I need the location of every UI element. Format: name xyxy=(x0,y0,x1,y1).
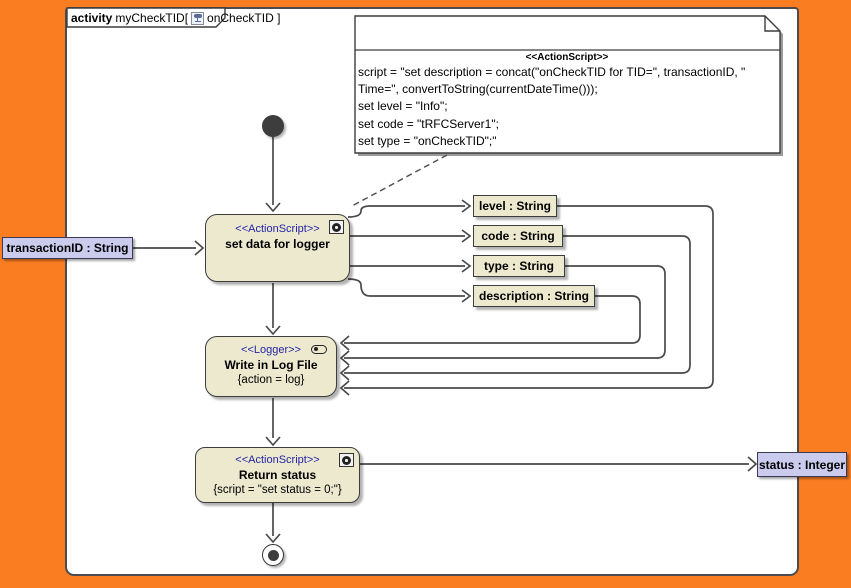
parameter-label: transactionID : String xyxy=(6,241,129,255)
frame-keyword: activity xyxy=(71,11,113,25)
edge-return-to-status[interactable] xyxy=(360,456,758,472)
pin-label: level : String xyxy=(478,199,552,213)
edge-initial-to-setdata[interactable] xyxy=(265,137,281,213)
edge-type-to-logger[interactable] xyxy=(339,265,666,366)
actionscript-gear-icon xyxy=(339,453,354,467)
action-name: Write in Log File xyxy=(224,358,318,372)
note-comment[interactable]: <<ActionScript>> script = "set descripti… xyxy=(358,52,776,150)
edge-return-to-final[interactable] xyxy=(265,503,281,544)
note-script-line: set code = "tRFCServer1"; xyxy=(358,116,499,131)
activity-diagram-icon xyxy=(191,11,205,25)
parameter-status[interactable]: status : Integer xyxy=(757,452,847,477)
action-name: Return status xyxy=(238,468,317,482)
note-script-line: Time=", convertToString(currentDateTime(… xyxy=(358,82,598,97)
action-stereotype: <<ActionScript>> xyxy=(235,454,320,466)
note-stereotype: <<ActionScript>> xyxy=(525,52,609,63)
actionscript-gear-icon xyxy=(329,220,344,234)
action-name: set data for logger xyxy=(225,237,330,251)
note-script-line: set level = "Info"; xyxy=(358,99,448,114)
frame-title-left: myCheckTID[ xyxy=(115,11,189,25)
edge-transactionid-to-setdata[interactable] xyxy=(133,240,205,256)
note-script-line: set type = "onCheckTID";" xyxy=(358,133,497,148)
action-stereotype: <<Logger>> xyxy=(241,344,301,356)
final-node-dot xyxy=(267,549,279,561)
frame-label-shape[interactable] xyxy=(66,7,226,28)
action-write-in-log-file[interactable]: <<Logger>> Write in Log File {action = l… xyxy=(205,336,337,397)
logger-toggle-icon xyxy=(311,345,327,354)
edge-code-to-logger[interactable] xyxy=(339,235,691,381)
frame-title-right: onCheckTID ] xyxy=(207,11,281,25)
pin-description[interactable]: description : String xyxy=(473,285,595,307)
action-constraint: {action = log} xyxy=(237,374,305,386)
edge-setdata-to-type[interactable] xyxy=(350,259,472,273)
initial-node[interactable] xyxy=(262,115,284,137)
action-set-data-for-logger[interactable]: <<ActionScript>> set data for logger xyxy=(205,214,350,282)
edge-note-anchor[interactable] xyxy=(351,154,448,207)
activity-final-node[interactable] xyxy=(262,544,284,566)
edge-logger-to-return[interactable] xyxy=(265,398,281,447)
action-constraint: {script = "set status = 0;"} xyxy=(213,484,342,496)
pin-label: code : String xyxy=(481,229,555,243)
edge-description-to-logger[interactable] xyxy=(339,295,641,351)
edge-level-to-logger[interactable] xyxy=(339,205,714,396)
parameter-label: status : Integer xyxy=(758,457,845,472)
action-stereotype: <<ActionScript>> xyxy=(235,223,320,235)
pin-label: type : String xyxy=(483,259,554,273)
note-shape[interactable] xyxy=(354,15,783,156)
parameter-transactionid[interactable]: transactionID : String xyxy=(2,237,133,259)
pin-label: description : String xyxy=(478,289,589,303)
edge-setdata-to-description[interactable] xyxy=(347,278,472,303)
frame-label: activity myCheckTID[ onCheckTID ] xyxy=(71,10,280,26)
edge-setdata-to-logger[interactable] xyxy=(265,283,281,336)
action-return-status[interactable]: <<ActionScript>> Return status {script =… xyxy=(195,447,360,503)
note-script-line: script = "set description = concat("onCh… xyxy=(358,65,746,79)
edge-setdata-to-level[interactable] xyxy=(347,199,472,218)
pin-level[interactable]: level : String xyxy=(473,195,557,217)
edge-setdata-to-code[interactable] xyxy=(350,229,472,243)
pin-type[interactable]: type : String xyxy=(473,255,565,277)
pin-code[interactable]: code : String xyxy=(473,225,563,247)
